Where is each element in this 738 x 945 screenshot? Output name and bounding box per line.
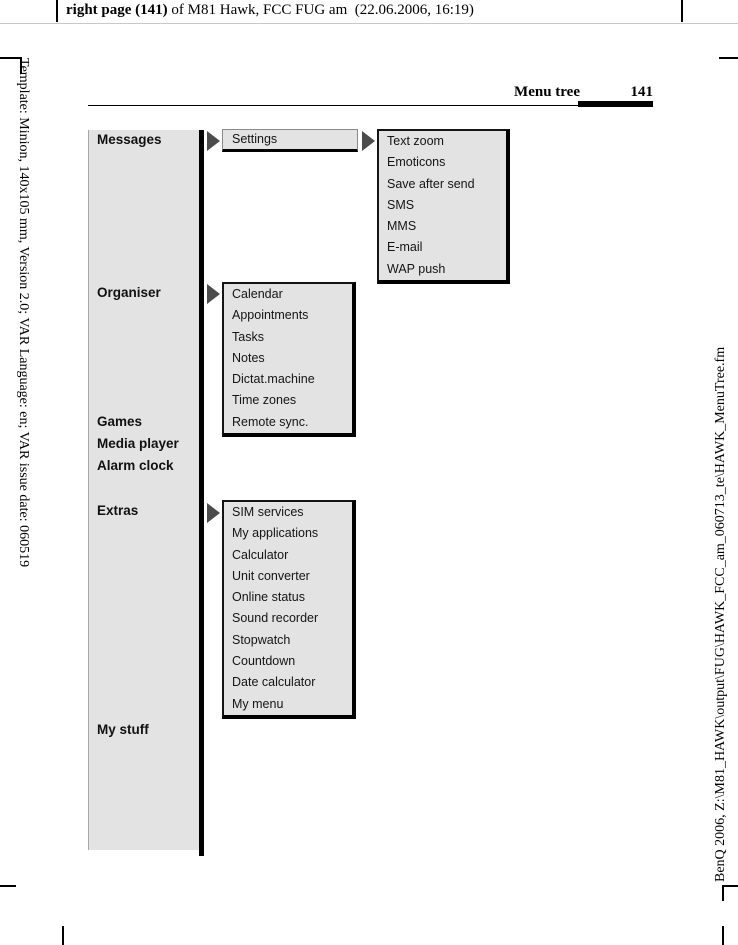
- header-divider: [0, 23, 738, 24]
- main-item-my-stuff: My stuff: [97, 722, 149, 737]
- submenu-item-mms: MMS: [387, 219, 417, 234]
- crop-mark-bottom-right: [722, 885, 738, 887]
- print-header-file-info: of M81 Hawk, FCC FUG am (22.06.2006, 16:…: [167, 2, 474, 18]
- crop-mark-bottom-right-tick: [722, 885, 724, 901]
- arrow-icon-extras: [207, 503, 220, 523]
- arrow-icon-settings: [362, 131, 375, 151]
- submenu-item-save-after-send: Save after send: [387, 176, 475, 191]
- template-margin-note: Template: Minion, 140x105 mm, Version 2.…: [16, 58, 31, 568]
- submenu-item-calendar: Calendar: [232, 287, 283, 301]
- heading-rule: [88, 105, 653, 106]
- submenu-item-email: E-mail: [387, 240, 423, 255]
- settings-box: Settings: [222, 129, 358, 152]
- crop-mark-bottom-left: [0, 885, 16, 887]
- column-separator-line: [199, 130, 204, 856]
- submenu-item-sms: SMS: [387, 197, 415, 212]
- main-menu-column: [88, 130, 201, 850]
- main-item-organiser: Organiser: [97, 285, 161, 300]
- submenu-item-emoticons: Emoticons: [387, 155, 446, 170]
- heading-rule-accent: [578, 101, 653, 107]
- crop-mark-top-left: [0, 57, 21, 59]
- submenu-item-remote-sync: Remote sync.: [232, 414, 309, 429]
- arrow-icon-organiser: [207, 284, 220, 304]
- submenu-item-text-zoom: Text zoom: [387, 134, 444, 148]
- page-title: Menu tree: [514, 84, 580, 100]
- submenu-item-sound-recorder: Sound recorder: [232, 611, 319, 626]
- main-item-messages: Messages: [97, 132, 162, 147]
- bottom-margin-tick-left: [62, 926, 64, 945]
- crop-mark-top-right: [719, 57, 738, 59]
- arrow-icon-messages: [207, 131, 220, 151]
- submenu-item-notes: Notes: [232, 350, 265, 365]
- organiser-submenu: Calendar Appointments Tasks Notes Dictat…: [222, 282, 356, 438]
- submenu-item-wap-push: WAP push: [387, 261, 446, 276]
- submenu-item-my-applications: My applications: [232, 526, 319, 541]
- main-item-alarm-clock: Alarm clock: [97, 458, 174, 473]
- submenu-item-appointments: Appointments: [232, 308, 309, 323]
- main-item-extras: Extras: [97, 503, 139, 518]
- submenu-item-stopwatch: Stopwatch: [232, 632, 291, 647]
- submenu-item-tasks: Tasks: [232, 329, 264, 344]
- bottom-margin-tick-right: [722, 926, 724, 945]
- print-header-page-label: right page (141): [66, 2, 168, 18]
- submenu-item-sim-services: SIM services: [232, 505, 304, 519]
- file-path-margin-note: BenQ 2006, Z:\M81_HAWK\output\FUG\HAWK_F…: [713, 346, 728, 882]
- submenu-item-calculator: Calculator: [232, 547, 289, 562]
- submenu-item-countdown: Countdown: [232, 654, 296, 669]
- submenu-item-online-status: Online status: [232, 590, 305, 605]
- header-left-bar: [56, 0, 58, 22]
- crop-mark-top-left-tick: [20, 57, 22, 73]
- submenu-item-time-zones: Time zones: [232, 393, 297, 408]
- header-right-bar: [681, 0, 683, 22]
- messages-settings-submenu: Text zoom Emoticons Save after send SMS …: [377, 129, 510, 285]
- page-number: 141: [630, 84, 654, 100]
- print-header: right page (141) of M81 Hawk, FCC FUG am…: [66, 2, 474, 19]
- submenu-item-date-calculator: Date calculator: [232, 675, 316, 690]
- main-item-media-player: Media player: [97, 436, 179, 451]
- submenu-item-my-menu: My menu: [232, 696, 284, 711]
- extras-submenu: SIM services My applications Calculator …: [222, 500, 356, 719]
- submenu-item-dictat-machine: Dictat.machine: [232, 372, 315, 387]
- main-item-games: Games: [97, 414, 143, 429]
- submenu-item-unit-converter: Unit converter: [232, 568, 310, 583]
